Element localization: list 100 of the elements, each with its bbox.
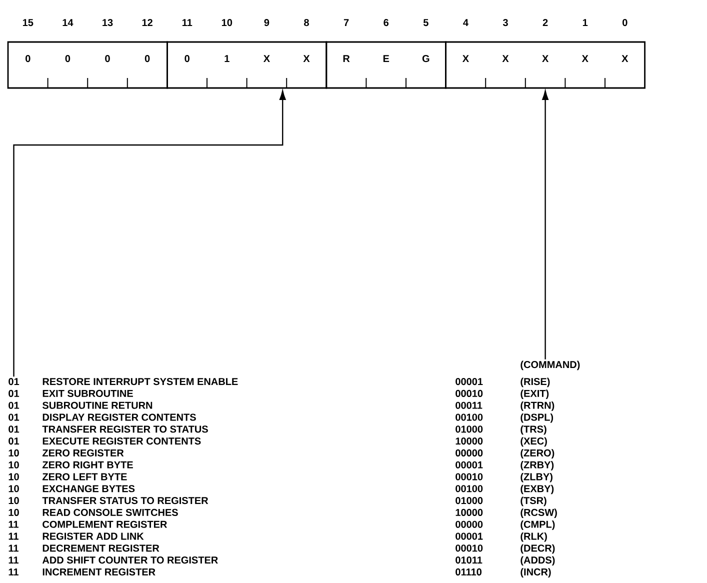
bit-value: X bbox=[303, 55, 310, 62]
instruction-name: ZERO RIGHT BYTE bbox=[42, 461, 133, 468]
opcode: 11 bbox=[8, 532, 18, 540]
bit-value: 0 bbox=[184, 55, 190, 62]
mnemonic: (EXBY) bbox=[520, 484, 554, 494]
command-code: 00010 bbox=[456, 473, 483, 480]
bit-value: X bbox=[462, 55, 469, 62]
bit-value: X bbox=[622, 55, 628, 62]
instruction-name: TRANSFER REGISTER TO STATUS bbox=[42, 426, 208, 433]
command-code: 00010 bbox=[456, 390, 483, 397]
mnemonic: (DECR) bbox=[520, 544, 555, 554]
instruction-name: EXCHANGE BYTES bbox=[42, 485, 135, 492]
command-code: 00011 bbox=[456, 402, 482, 409]
opcode: 01 bbox=[8, 390, 20, 397]
instruction-name: COMPLEMENT REGISTER bbox=[42, 520, 167, 528]
bit-number: 13 bbox=[102, 19, 113, 26]
bit-number: 0 bbox=[622, 19, 628, 26]
mnemonic: (XEC) bbox=[520, 437, 547, 447]
mnemonic: (ZRBY) bbox=[520, 461, 554, 470]
instruction-name: EXECUTE REGISTER CONTENTS bbox=[42, 438, 201, 445]
mnemonic: (ZLBY) bbox=[520, 472, 552, 482]
bit-value: 0 bbox=[26, 55, 30, 62]
opcode: 11 bbox=[8, 568, 18, 576]
bit-number: 2 bbox=[542, 19, 548, 26]
bit-number: 8 bbox=[304, 19, 309, 26]
mnemonic: (CMPL) bbox=[520, 520, 555, 530]
command-code: 00001 bbox=[456, 461, 483, 468]
command-code: 00010 bbox=[456, 544, 483, 552]
bit-value: X bbox=[542, 55, 549, 62]
command-code: 10000 bbox=[456, 508, 483, 516]
bit-number: 12 bbox=[142, 19, 152, 26]
opcode: 01 bbox=[8, 438, 20, 445]
bit-number: 15 bbox=[22, 19, 34, 26]
command-code: 00001 bbox=[456, 532, 483, 540]
opcode: 01 bbox=[8, 378, 20, 386]
bit-number: 6 bbox=[384, 19, 389, 26]
mnemonic: (RTRN) bbox=[520, 402, 554, 411]
opcode: 10 bbox=[8, 449, 19, 456]
bit-value: X bbox=[582, 55, 588, 62]
mnemonic: (TRS) bbox=[520, 425, 546, 435]
command-code: 00001 bbox=[456, 378, 483, 386]
instruction-name: READ CONSOLE SWITCHES bbox=[42, 508, 178, 516]
arrow bbox=[13, 90, 286, 377]
instruction-name: ADD SHIFT COUNTER TO REGISTER bbox=[42, 556, 218, 564]
opcode: 11 bbox=[8, 520, 18, 528]
mnemonic: (ADDS) bbox=[520, 556, 555, 566]
instruction-name: SUBROUTINE RETURN bbox=[42, 402, 152, 409]
opcode: 10 bbox=[8, 497, 19, 504]
mnemonic: (TSR) bbox=[520, 496, 546, 506]
command-code: 01000 bbox=[456, 426, 483, 433]
instruction-name: INCREMENT REGISTER bbox=[42, 568, 156, 576]
opcode: 10 bbox=[8, 485, 19, 492]
bit-value: 0 bbox=[105, 55, 110, 62]
bit-number: 11 bbox=[182, 19, 192, 26]
mnemonic: (INCR) bbox=[520, 568, 551, 578]
bit-number: 14 bbox=[62, 19, 74, 26]
instruction-name: ZERO REGISTER bbox=[42, 449, 124, 456]
bit-value: 0 bbox=[144, 55, 150, 62]
mnemonic: (RLK) bbox=[520, 532, 547, 542]
mnemonic: (RCSW) bbox=[520, 508, 557, 518]
bit-value: 1 bbox=[224, 55, 230, 62]
bit-number: 7 bbox=[344, 19, 349, 26]
mnemonic: (EXIT) bbox=[520, 390, 549, 399]
bit-value: X bbox=[263, 55, 270, 62]
opcode: 10 bbox=[8, 461, 19, 468]
arrow bbox=[542, 90, 548, 360]
bit-value: E bbox=[383, 55, 390, 62]
bit-number: 5 bbox=[423, 19, 428, 26]
opcode: 11 bbox=[8, 544, 18, 552]
command-code: 00000 bbox=[456, 520, 483, 528]
bit-number: 1 bbox=[582, 19, 588, 26]
instruction-name: RESTORE INTERRUPT SYSTEM ENABLE bbox=[42, 378, 238, 386]
opcode: 01 bbox=[8, 426, 20, 433]
mnemonic: (ZERO) bbox=[520, 449, 554, 458]
command-code: 01011 bbox=[456, 556, 482, 564]
bit-value: X bbox=[502, 55, 509, 62]
command-code: 10000 bbox=[456, 438, 483, 445]
column-heading: (COMMAND) bbox=[520, 360, 580, 370]
instruction-name: DECREMENT REGISTER bbox=[42, 544, 160, 552]
opcode: 01 bbox=[8, 402, 20, 409]
instruction-name: TRANSFER STATUS TO REGISTER bbox=[42, 497, 208, 504]
command-code: 01110 bbox=[456, 568, 482, 576]
mnemonic: (RISE) bbox=[520, 378, 550, 388]
bit-number: 4 bbox=[463, 19, 468, 26]
bit-value: R bbox=[343, 55, 350, 62]
opcode: 10 bbox=[8, 508, 19, 516]
bit-number: 3 bbox=[502, 19, 508, 26]
command-code: 00100 bbox=[456, 414, 483, 421]
command-code: 00100 bbox=[456, 485, 483, 492]
opcode: 10 bbox=[8, 473, 19, 480]
opcode: 01 bbox=[8, 414, 20, 421]
instruction-name: REGISTER ADD LINK bbox=[42, 532, 144, 540]
instruction-name: DISPLAY REGISTER CONTENTS bbox=[42, 414, 196, 421]
bit-value: G bbox=[422, 55, 430, 62]
bit-number: 10 bbox=[222, 19, 232, 26]
mnemonic: (DSPL) bbox=[520, 413, 554, 423]
instruction-name: ZERO LEFT BYTE bbox=[42, 473, 127, 480]
bit-value: 0 bbox=[65, 55, 70, 62]
instruction-name: EXIT SUBROUTINE bbox=[42, 390, 133, 397]
command-code: 01000 bbox=[456, 497, 483, 504]
